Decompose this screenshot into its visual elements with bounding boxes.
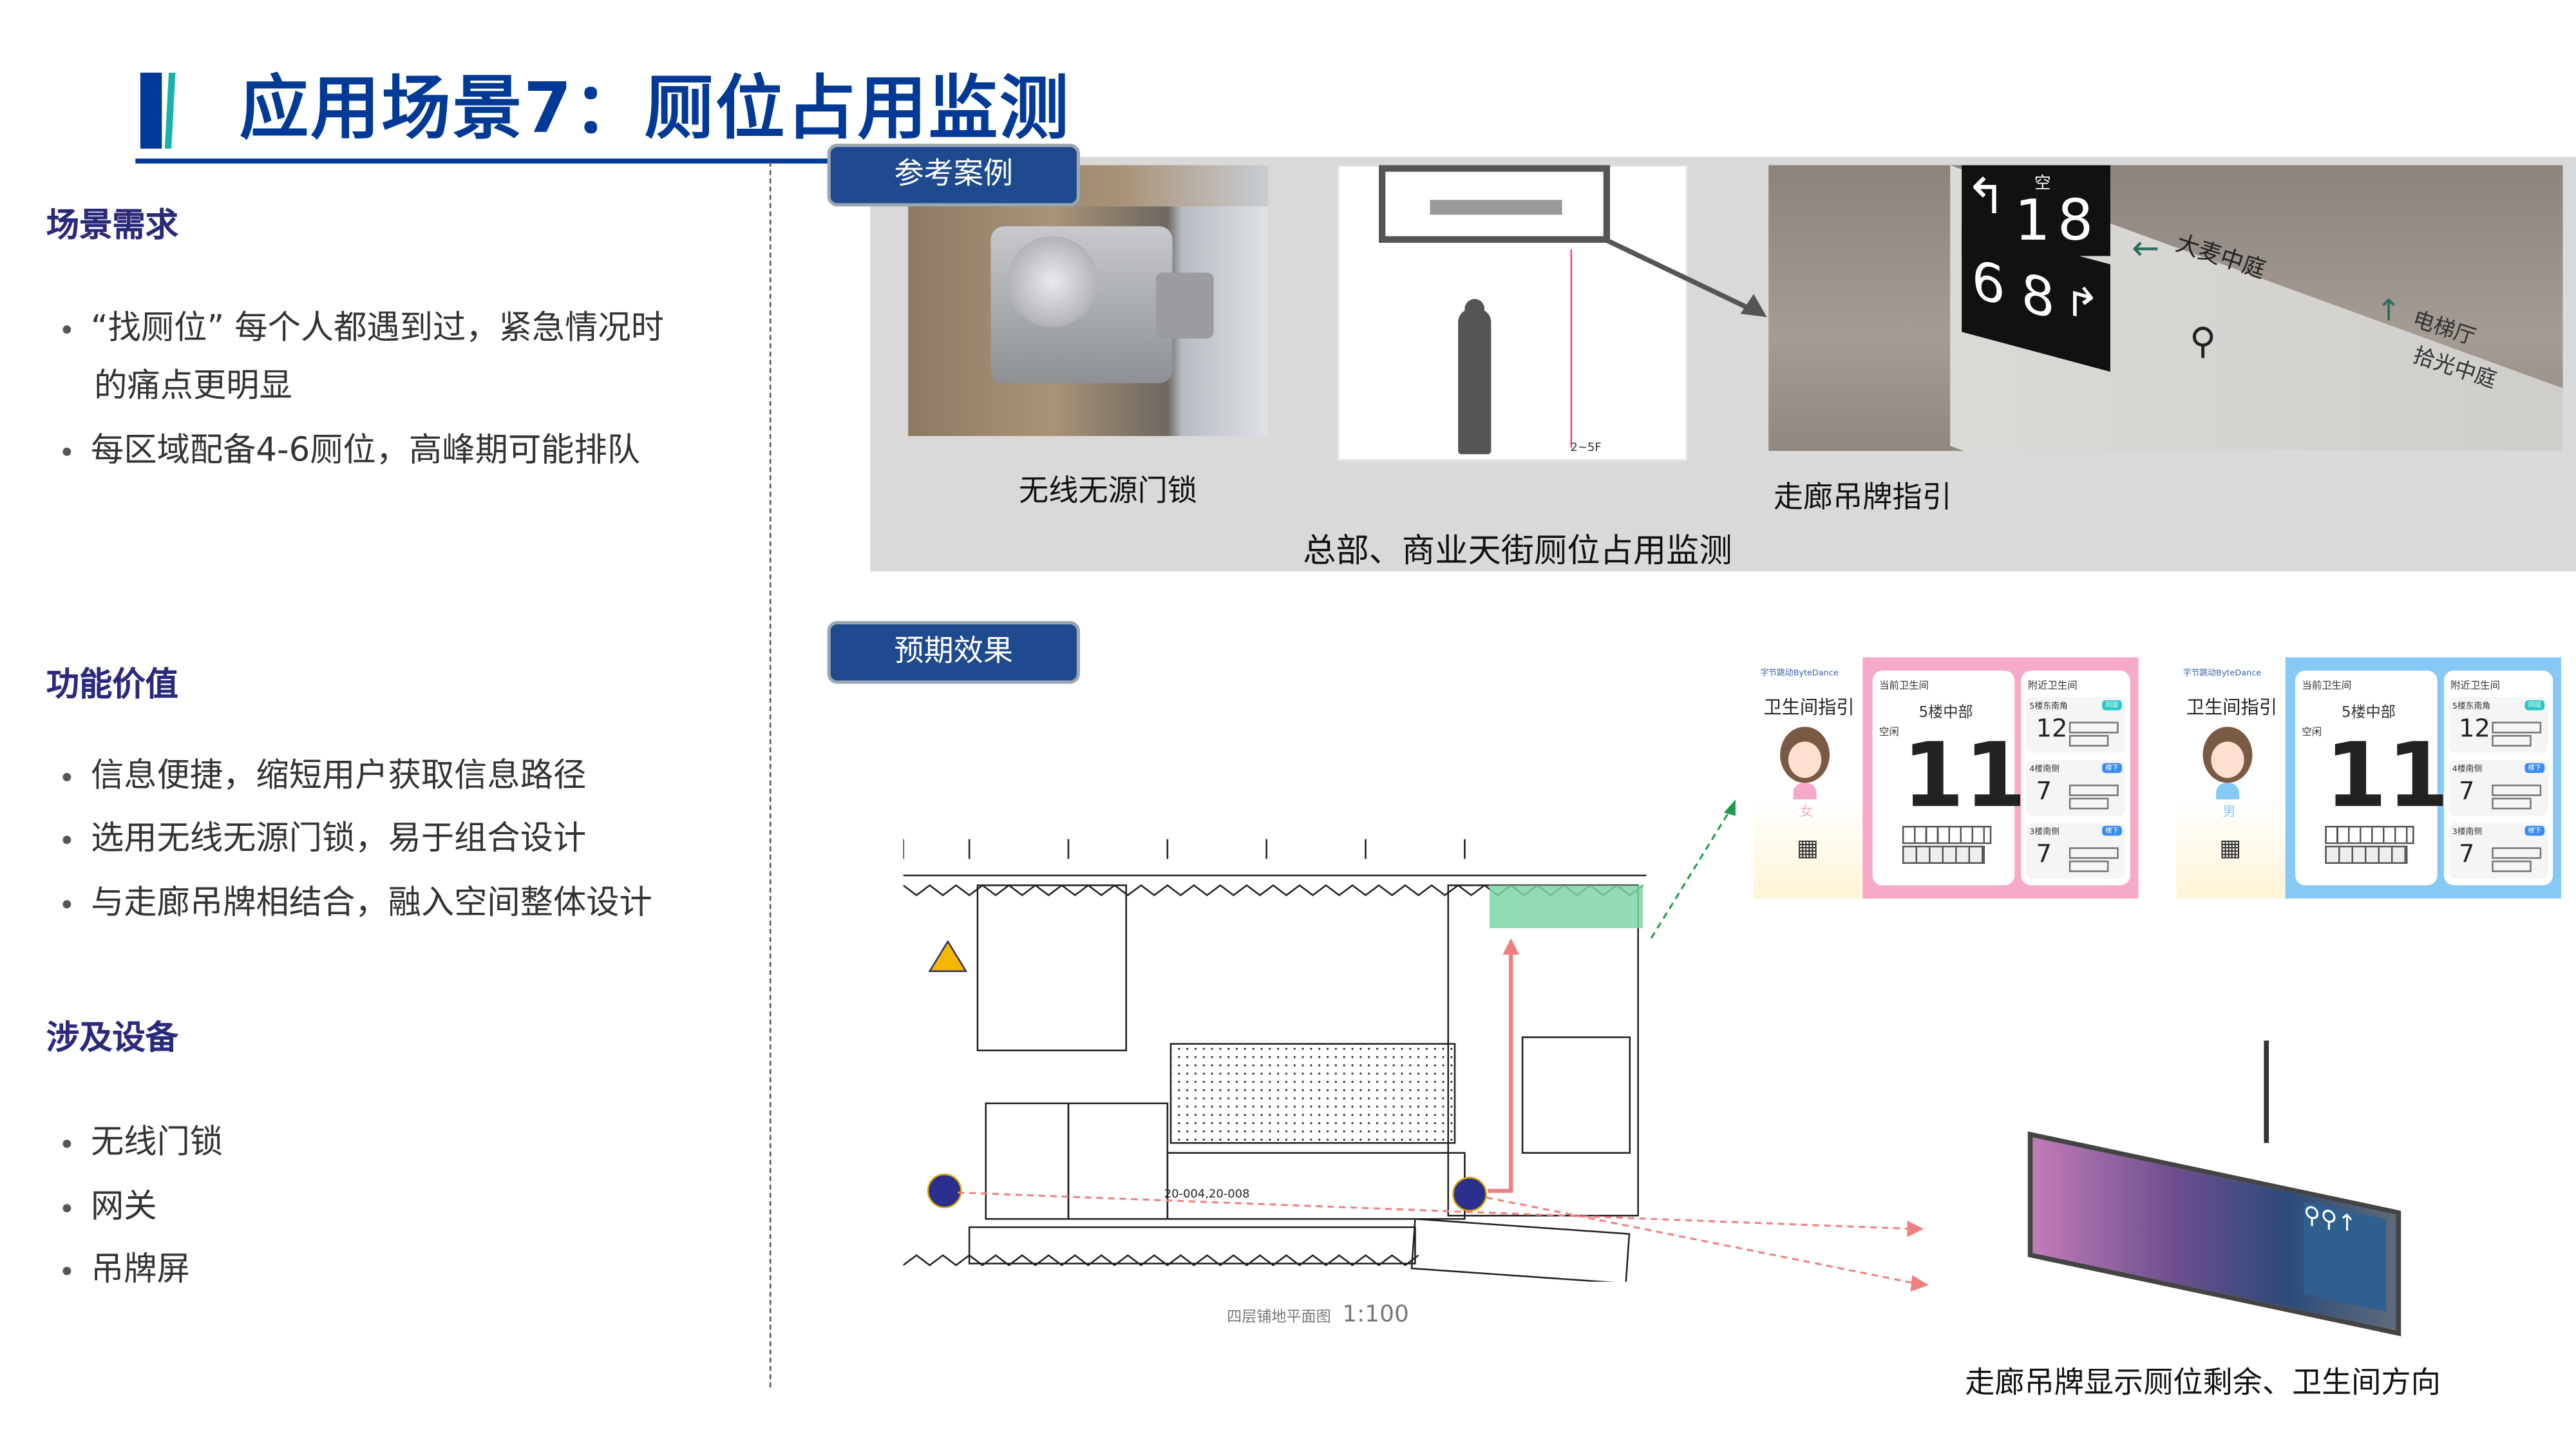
arrow-left-icon: ← (2132, 227, 2160, 268)
divider-dashed (769, 162, 772, 1388)
screen-heading: 卫生间指引 (1763, 697, 1855, 719)
screen-heading: 卫生间指引 (2186, 697, 2277, 719)
floor-tag: 同层 (2102, 700, 2122, 711)
hanging-screen-marker (927, 1173, 962, 1208)
expected-tag: 预期效果 (827, 621, 1080, 684)
avatar-female (1780, 727, 1830, 783)
bullet-continuation: 的痛点更明显 (94, 365, 292, 405)
toilet-area-highlight (1489, 885, 1643, 929)
toilet-guide-screen-male: 字节跳动ByteDance 卫生间指引 男 ▦ 当前卫生间 5楼中部 空闲 11… (2176, 657, 2561, 899)
nearby-count: 7 (2458, 839, 2475, 869)
title-accent-icon (140, 72, 162, 149)
floor-plan: 20-004,20-008 (902, 839, 1647, 1284)
floor-tag: 楼下 (2524, 826, 2545, 836)
hanging-screen-photo: ⚲⚲↑ (2023, 1040, 2403, 1337)
warning-triangle-icon (928, 940, 968, 972)
nearby-restroom-card: 5楼东南角 同层 12 (2448, 697, 2548, 754)
bullet: 与走廊吊牌相结合，融入空间整体设计 (62, 872, 652, 931)
free-count: 11 (2325, 723, 2449, 828)
floor-tag: 楼下 (2102, 763, 2122, 773)
bullet: “找厕位” 每个人都遇到过，紧急情况时 (62, 298, 664, 357)
pointer-arrow-icon (1604, 237, 1767, 318)
nearby-restroom-card: 3楼南侧 楼下 7 (2026, 822, 2125, 879)
nearby-restroom-card: 3楼南侧 楼下 7 (2448, 822, 2548, 879)
lock-photo (908, 206, 1269, 436)
page-title: 应用场景7：厕位占用监测 (239, 68, 1071, 149)
floorplan-room-code: 20-004,20-008 (1164, 1187, 1250, 1201)
caption-lock: 无线无源门锁 (1019, 473, 1197, 509)
bullet: 每区域配备4-6厕位，高峰期可能排队 (62, 419, 640, 479)
bullet: 无线门锁 (62, 1112, 223, 1171)
nearby-count: 7 (2458, 776, 2475, 806)
toilet-guide-screen-female: 字节跳动ByteDance 卫生间指引 女 ▦ 当前卫生间 5楼中部 空闲 11… (1754, 657, 2139, 899)
nearby-restroom-card: 4楼南侧 楼下 7 (2448, 759, 2548, 816)
nearby-count: 7 (2036, 839, 2052, 869)
floor-tag: 楼下 (2102, 826, 2122, 836)
nearby-count: 12 (2036, 713, 2068, 743)
qr-code-icon: ▦ (1796, 835, 1819, 863)
nearby-restroom-card: 4楼南侧 楼下 7 (2026, 759, 2125, 816)
floor-tag: 楼下 (2524, 763, 2545, 773)
route-arrow (1488, 948, 1513, 1193)
arrow-left-icon: ↰ (1965, 168, 2007, 227)
avatar-male (2202, 727, 2253, 783)
caption-sign: 走廊吊牌指引 (1773, 481, 1952, 515)
reference-tag: 参考案例 (827, 144, 1080, 207)
caption-reference-main: 总部、商业天街厕位占用监测 (1303, 530, 1732, 570)
floorplan-caption: 四层铺地平面图 1:100 (1227, 1301, 1409, 1328)
arrow-right-icon: ↱ (2064, 275, 2101, 334)
toilet-status-display: ⚲⚲↑ (2303, 1201, 2387, 1312)
nearby-restroom-card: 5楼东南角 同层 12 (2026, 697, 2125, 754)
title-underline (135, 158, 829, 164)
qr-code-icon: ▦ (2219, 835, 2242, 863)
floor-tag: 同层 (2524, 700, 2545, 711)
restroom-icon: ⚲ (2189, 321, 2217, 364)
hanging-screen-marker (1452, 1176, 1487, 1212)
title-accent-stripe (164, 72, 176, 149)
section-heading-needs: 场景需求 (46, 204, 178, 245)
arrow-up-icon: ↑ (2376, 294, 2401, 329)
drawing-floor-label: 2~5F (1570, 441, 1602, 455)
zoom-highlight-box (1379, 165, 1610, 243)
nearby-count: 12 (2458, 713, 2490, 743)
install-drawing: 2~5F (1337, 165, 1688, 461)
nearby-count: 7 (2036, 776, 2052, 806)
bullet: 吊牌屏 (62, 1239, 190, 1298)
corridor-sign-photo: ↰ 1 8 空 6 8 ↱ ← 大麦中庭 ⚲ ↑ 电梯厅 拾光中庭 (1768, 165, 2563, 451)
section-heading-value: 功能价值 (46, 663, 178, 704)
bullet: 选用无线无源门锁，易于组合设计 (62, 808, 586, 867)
section-heading-devices: 涉及设备 (46, 1017, 178, 1058)
bullet: 信息便捷，缩短用户获取信息路径 (62, 745, 586, 804)
bullet: 网关 (62, 1176, 157, 1235)
free-count: 11 (1902, 723, 2027, 828)
caption-hanging-screen: 走廊吊牌显示厕位剩余、卫生间方向 (1965, 1366, 2441, 1401)
